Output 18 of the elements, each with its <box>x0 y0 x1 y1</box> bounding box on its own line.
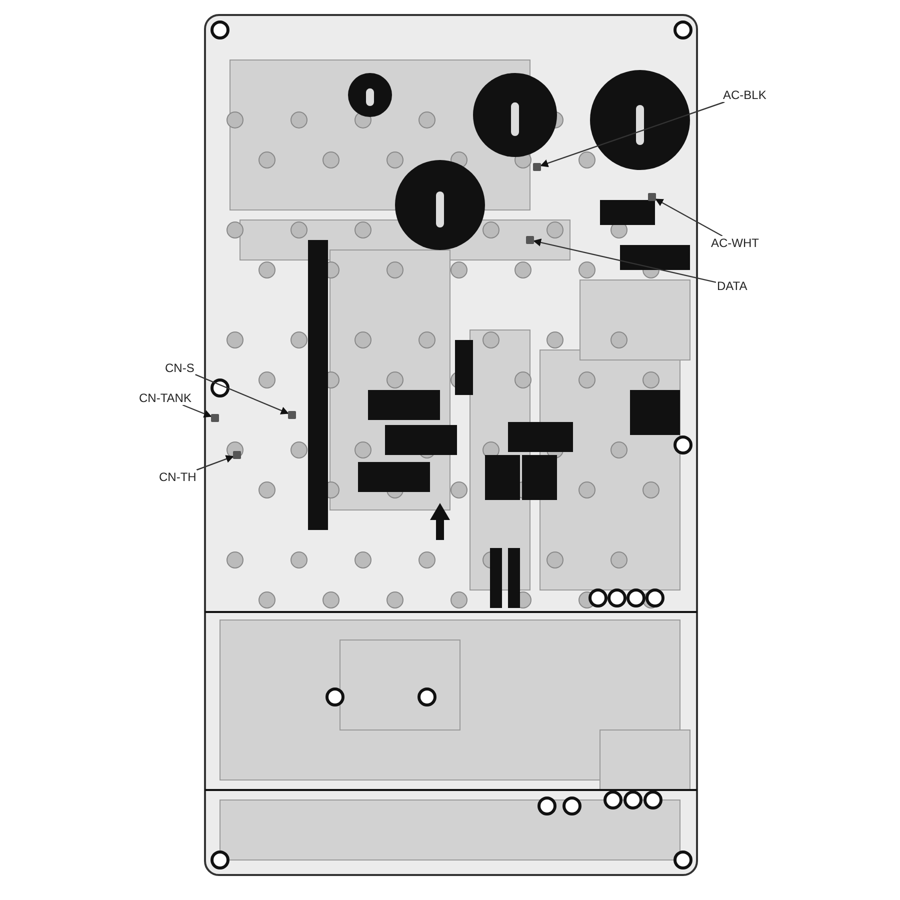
connector-pin <box>648 193 656 201</box>
leader-line <box>540 101 725 168</box>
leader-line <box>533 238 716 283</box>
connector-label: AC-WHT <box>710 236 760 250</box>
connector-label: CN-S <box>164 361 196 375</box>
connector-pin <box>526 236 534 244</box>
connector-label: CN-TH <box>158 470 198 484</box>
connector-label: DATA <box>716 279 748 293</box>
connector-pin <box>288 411 296 419</box>
connector-pin <box>233 451 241 459</box>
leader-line <box>195 374 289 414</box>
leader-line <box>182 404 212 418</box>
connector-label: CN-TANK <box>138 391 192 405</box>
leader-line <box>196 455 234 471</box>
leader-line <box>655 198 723 237</box>
connector-label: AC-BLK <box>722 88 768 102</box>
connector-pin <box>533 163 541 171</box>
connector-pin <box>211 414 219 422</box>
